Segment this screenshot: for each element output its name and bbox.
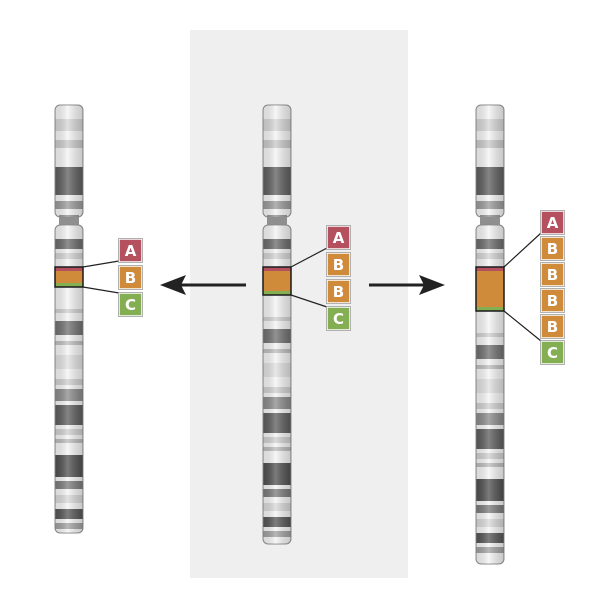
connector-line [82, 260, 120, 268]
region-c-segment [476, 307, 504, 311]
region-outline [262, 266, 292, 296]
gene-label: A [547, 214, 559, 232]
arrow-right-icon [369, 275, 445, 295]
gene-box-fill [540, 262, 565, 287]
gene-label: B [333, 283, 344, 301]
gene-box-b: B [326, 252, 351, 277]
chromosome-shading [263, 105, 291, 217]
connector-line [82, 286, 120, 294]
gene-label: B [333, 256, 344, 274]
chromosome-shading [55, 225, 83, 533]
gene-label: B [547, 292, 558, 310]
gene-box-fill [118, 238, 143, 263]
gene-box-a: A [540, 210, 565, 235]
region-a-segment [55, 267, 83, 271]
highlighted-region [475, 266, 505, 312]
centromere [480, 215, 500, 227]
region-a-segment [263, 267, 291, 271]
gene-label: B [547, 266, 558, 284]
center-panel-background [190, 30, 408, 578]
gene-box-border [540, 340, 565, 365]
gene-box-fill [326, 279, 351, 304]
gene-box-border [326, 225, 351, 250]
gene-box-border [540, 236, 565, 261]
gene-box-border [118, 238, 143, 263]
gene-box-border [540, 314, 565, 339]
gene-label: B [547, 318, 558, 336]
gene-label: A [333, 229, 345, 247]
gene-label: B [547, 240, 558, 258]
gene-box-border [540, 262, 565, 287]
gene-box-fill [118, 265, 143, 290]
gene-box-c: C [118, 292, 143, 317]
region-c-segment [263, 291, 291, 295]
gene-box-fill [326, 252, 351, 277]
centromere [59, 215, 79, 227]
gene-box-border [118, 292, 143, 317]
gene-box-b: B [540, 236, 565, 261]
gene-label: C [125, 296, 136, 314]
gene-box-border [326, 279, 351, 304]
chromosome-shading [476, 105, 504, 217]
gene-label: C [333, 310, 344, 328]
region-outline [475, 266, 505, 312]
gene-box-fill [540, 288, 565, 313]
region-a-segment [476, 267, 504, 271]
centromere [267, 215, 287, 227]
gene-box-fill [540, 210, 565, 235]
arrow-left-icon [160, 275, 246, 295]
region-b-segment [476, 267, 504, 311]
gene-box-fill [326, 306, 351, 331]
gene-label: C [547, 344, 558, 362]
gene-box-a: A [326, 225, 351, 250]
gene-label: B [125, 269, 136, 287]
chromosome-deletion: ABC [54, 104, 143, 534]
connector-line [290, 247, 328, 268]
gene-box-b: B [326, 279, 351, 304]
gene-label: A [125, 242, 137, 260]
gene-box-b: B [540, 262, 565, 287]
gene-box-border [540, 210, 565, 235]
gene-box-fill [326, 225, 351, 250]
gene-box-border [118, 265, 143, 290]
gene-box-fill [540, 340, 565, 365]
chromosome-shading [55, 105, 83, 217]
chromosome-shading [263, 225, 291, 544]
gene-box-a: A [118, 238, 143, 263]
region-b-segment [55, 267, 83, 287]
gene-box-fill [540, 314, 565, 339]
gene-box-b: B [540, 288, 565, 313]
connector-line [503, 232, 542, 268]
region-outline [54, 266, 84, 288]
gene-box-b: B [118, 265, 143, 290]
gene-box-border [326, 306, 351, 331]
gene-box-fill [540, 236, 565, 261]
region-b-segment [263, 267, 291, 295]
gene-box-b: B [540, 314, 565, 339]
region-c-segment [55, 283, 83, 287]
gene-box-c: C [540, 340, 565, 365]
connector-line [290, 294, 328, 308]
highlighted-region [54, 266, 84, 288]
gene-box-border [326, 252, 351, 277]
highlighted-region [262, 266, 292, 296]
connector-line [503, 310, 542, 342]
gene-box-fill [118, 292, 143, 317]
gene-box-border [540, 288, 565, 313]
gene-box-c: C [326, 306, 351, 331]
